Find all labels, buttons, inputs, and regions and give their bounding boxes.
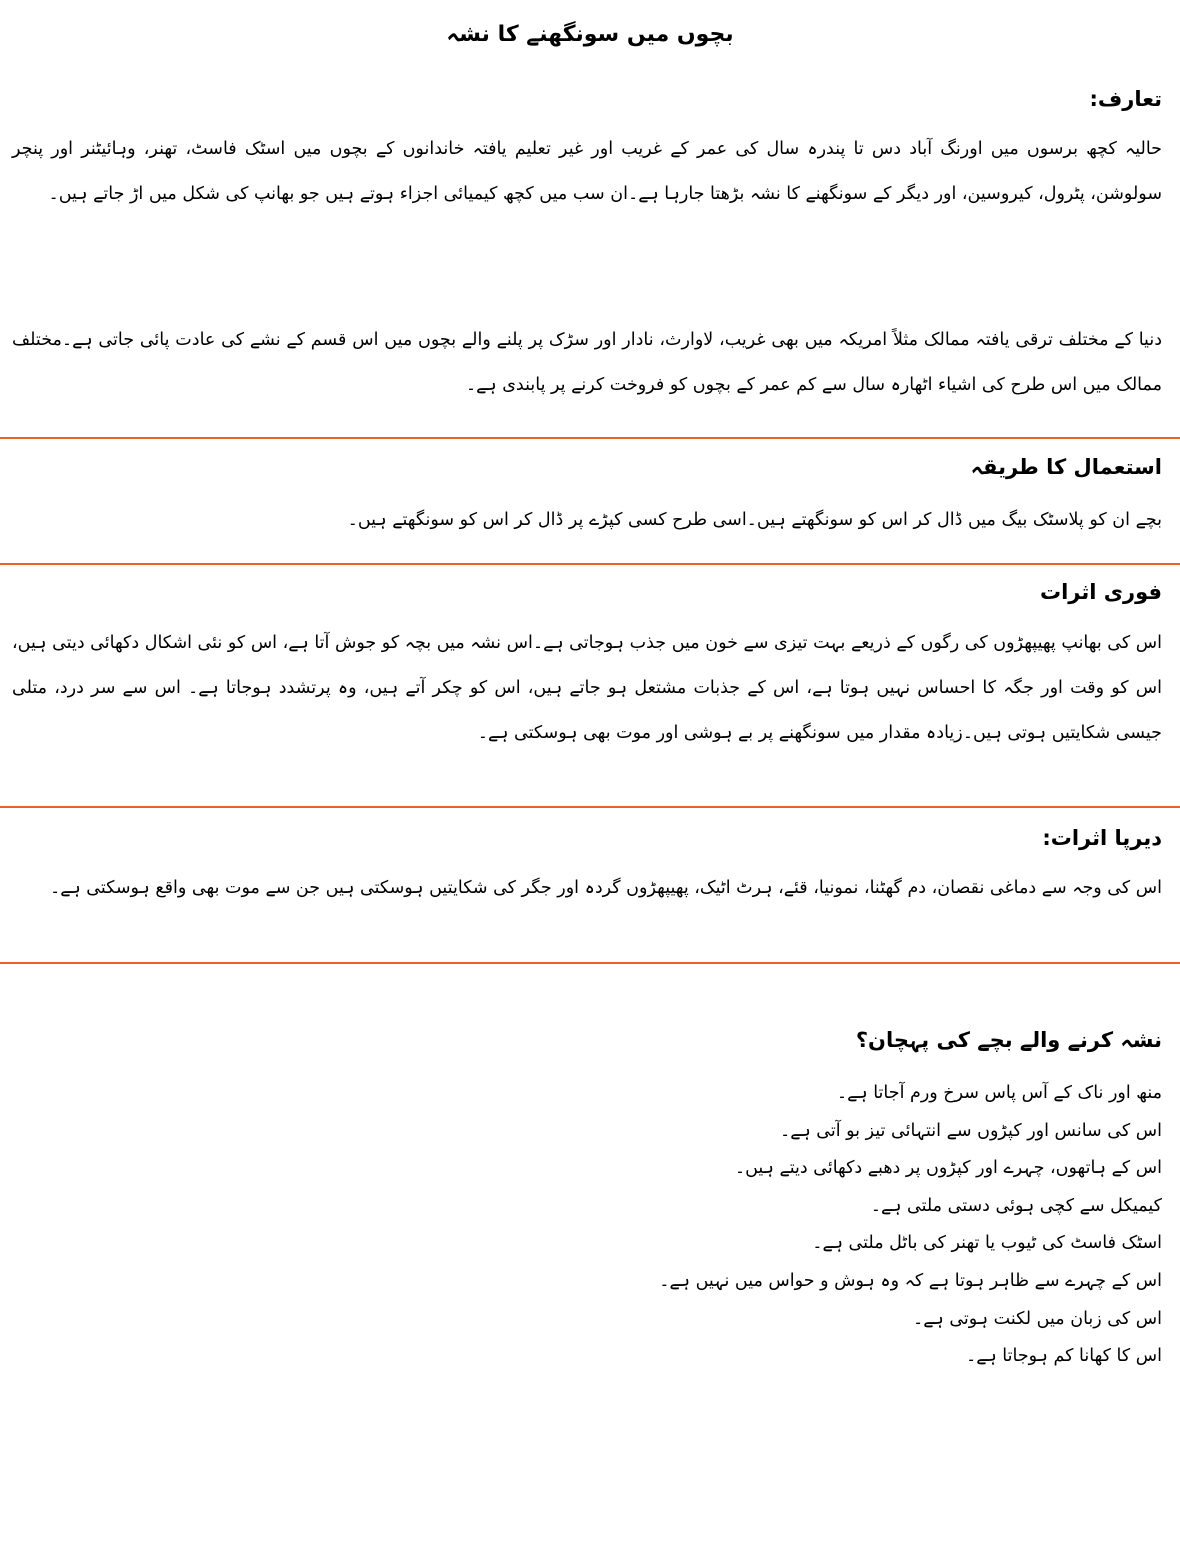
section-heading-method-of-use: استعمال کا طریقہ (970, 455, 1162, 479)
section-heading-long-term-effects: دیرپا اثرات: (1042, 826, 1162, 850)
section-heading-identification: نشہ کرنے والے بچے کی پہچان؟ (855, 1028, 1162, 1052)
list-item: اس کی سانس اور کپڑوں سے انتہائی تیز بو آ… (779, 1120, 1162, 1141)
list-item: اس کی زبان میں لکنت ہوتی ہے۔ (913, 1308, 1162, 1329)
document-title: بچوں میں سونگھنے کا نشہ (446, 22, 734, 47)
identification-list: منھ اور ناک کے آس پاس سرخ ورم آجاتا ہے۔ … (659, 1075, 1162, 1376)
introduction-paragraph-1: حالیہ کچھ برسوں میں اورنگ آباد دس تا پند… (12, 139, 1162, 204)
section-divider (0, 563, 1180, 565)
immediate-effects-paragraph: اس کی بھانپ پھیپھڑوں کی رگوں کے ذریعے بہ… (12, 633, 1162, 743)
list-item: اسٹک فاسٹ کی ٹیوب یا تھنر کی باٹل ملتی ہ… (812, 1233, 1162, 1254)
section-divider (0, 437, 1180, 439)
list-item: منھ اور ناک کے آس پاس سرخ ورم آجاتا ہے۔ (836, 1083, 1162, 1103)
section-divider (0, 962, 1180, 964)
long-term-effects-paragraph: اس کی وجہ سے دماغی نقصان، دم گھٹنا، نمون… (49, 878, 1162, 898)
section-divider (0, 806, 1180, 808)
list-item: اس کے ہاتھوں، چہرے اور کپڑوں پر دھبے دکھ… (734, 1158, 1162, 1179)
method-of-use-paragraph: بچے ان کو پلاسٹک بیگ میں ڈال کر اس کو سو… (347, 510, 1162, 530)
section-heading-immediate-effects: فوری اثرات (1039, 580, 1162, 604)
list-item: اس کے چہرے سے ظاہر ہوتا ہے کہ وہ ہوش و ح… (659, 1270, 1162, 1291)
section-heading-introduction: تعارف: (1089, 87, 1162, 111)
list-item: اس کا کھانا کم ہوجاتا ہے۔ (965, 1346, 1162, 1367)
introduction-paragraph-2: دنیا کے مختلف ترقی یافتہ ممالک مثلاً امر… (12, 330, 1162, 395)
list-item: کیمیکل سے کچی ہوئی دستی ملتی ہے۔ (870, 1195, 1162, 1216)
